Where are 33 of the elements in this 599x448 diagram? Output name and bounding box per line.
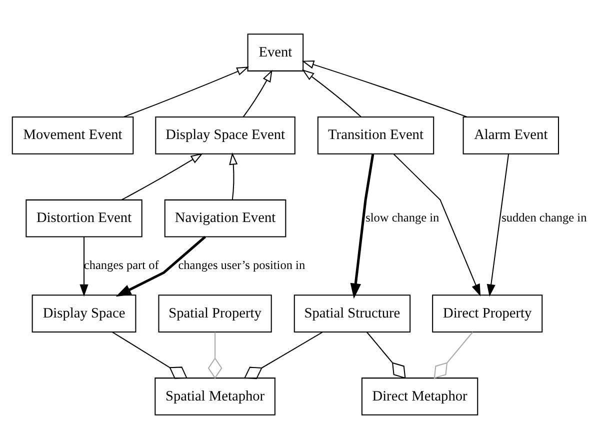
- arrow: [229, 152, 238, 200]
- node-box: Movement Event: [12, 116, 134, 154]
- node-box: Display Space Event: [155, 116, 296, 154]
- node-box: Spatial Structure: [294, 294, 411, 332]
- arrow: [121, 152, 204, 200]
- edge-label: changes part of: [84, 258, 159, 272]
- arrow: [393, 153, 481, 296]
- node-box: Transition Event: [317, 116, 434, 154]
- connector: [244, 331, 323, 379]
- node-box: Navigation Event: [164, 198, 286, 237]
- edge-label: changes user’s position in: [178, 258, 306, 272]
- node-box: Distortion Event: [26, 198, 142, 237]
- node-box: Alarm Event: [462, 116, 559, 154]
- arrow: [350, 153, 374, 298]
- arrow: [116, 235, 206, 296]
- arrow: [486, 153, 510, 296]
- arrow: [302, 68, 362, 117]
- arrow: [80, 236, 88, 296]
- node-box: Direct Metaphor: [361, 377, 478, 415]
- connector: [112, 331, 188, 378]
- node-box: Display Space: [32, 294, 136, 332]
- edge-label: slow change in: [366, 210, 440, 224]
- connector: [366, 331, 406, 378]
- arrow: [302, 60, 468, 117]
- node-box: Event: [247, 33, 304, 71]
- arrow: [123, 66, 250, 117]
- connector: [434, 331, 474, 378]
- node-box: Spatial Property: [158, 294, 272, 332]
- node-box: Spatial Metaphor: [154, 377, 276, 415]
- node-box: Direct Property: [432, 294, 543, 332]
- arrow: [242, 69, 272, 117]
- connector: [208, 332, 222, 378]
- edge-label: sudden change in: [502, 210, 587, 224]
